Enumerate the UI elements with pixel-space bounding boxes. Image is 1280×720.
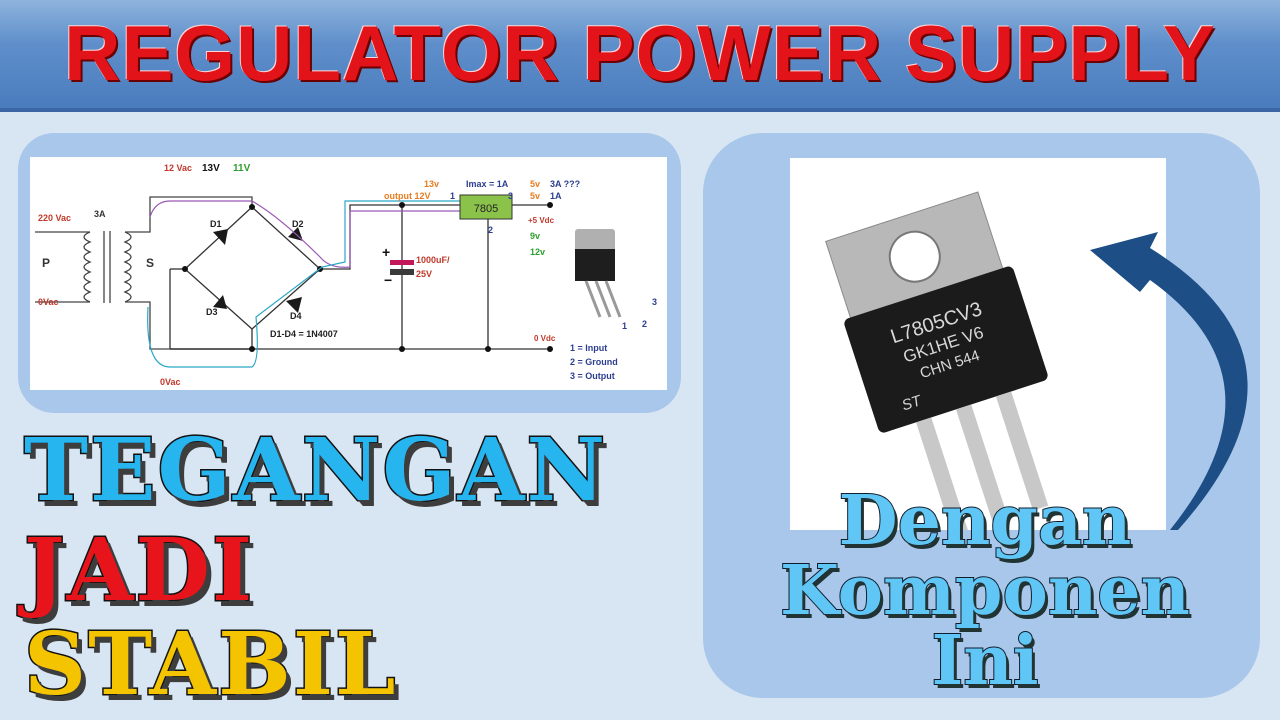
caption-dengan: Dengan (838, 481, 1133, 561)
page-title: REGULATOR POWER SUPPLY (64, 9, 1216, 97)
transformer (35, 196, 253, 350)
l7805-illustration: L7805CV3 GK1HE V6 CHN 544 ST (825, 191, 1049, 537)
label-5vdc: +5 Vdc (528, 216, 555, 225)
caption-komponen: Komponen (779, 551, 1191, 631)
label-1a: 1A (550, 191, 562, 201)
label-d1: D1 (210, 219, 222, 229)
regulator-7805 (459, 194, 513, 220)
mini-pin3: 3 (652, 297, 657, 307)
label-9v: 9v (530, 231, 540, 241)
mini-regulator-icon (575, 229, 622, 318)
mini-pin2: 2 (642, 319, 647, 329)
headline-jadi: JADI (22, 519, 255, 623)
label-5v-2: 5v (530, 191, 540, 201)
label-5v-1: 5v (530, 179, 540, 189)
label-13v-right: 13v (424, 179, 439, 189)
label-pin2: 2 (488, 225, 493, 235)
label-13v: 13V (202, 163, 220, 174)
label-0vdc: 0 Vdc (534, 334, 556, 343)
label-pin3: 3 (508, 191, 513, 201)
legend-input: 1 = Input (570, 343, 607, 353)
circuit-svg: 7805 12 Vac 13V 11V 220 Vac 3A P S 0Vac … (35, 163, 657, 387)
label-plus: + (382, 244, 390, 260)
label-imax: Imax = 1A (466, 179, 509, 189)
headline-stabil: STABIL (23, 613, 398, 717)
st-logo: ST (900, 392, 925, 415)
curved-arrow-icon (1090, 232, 1248, 530)
label-3a-q: 3A ??? (550, 179, 580, 189)
regulator-label: 7805 (474, 203, 498, 215)
title-banner: REGULATOR POWER SUPPLY (0, 0, 1280, 112)
label-d4: D4 (290, 311, 302, 321)
label-d3: D3 (206, 307, 218, 317)
regulator-photo: L7805CV3 GK1HE V6 CHN 544 ST (790, 158, 1166, 537)
label-s: S (146, 256, 154, 270)
label-3a: 3A (94, 209, 106, 219)
label-minus: − (384, 272, 392, 288)
label-220vac: 220 Vac (38, 213, 71, 223)
label-cap: 1000uF/ (416, 255, 450, 265)
legend-ground: 2 = Ground (570, 357, 618, 367)
label-output-12v: output 12V (384, 191, 431, 201)
label-diodes: D1-D4 = 1N4007 (270, 329, 338, 339)
label-12vac: 12 Vac (164, 163, 192, 173)
capacitor-icon (390, 260, 414, 265)
label-0vac-left: 0Vac (38, 297, 59, 307)
schematic-diagram: 7805 12 Vac 13V 11V 220 Vac 3A P S 0Vac … (30, 157, 667, 390)
label-0vac-bottom: 0Vac (160, 377, 181, 387)
legend-output: 3 = Output (570, 371, 615, 381)
mini-pin1: 1 (622, 321, 627, 331)
label-d2: D2 (292, 219, 304, 229)
label-12v: 12v (530, 247, 545, 257)
label-p: P (42, 256, 50, 270)
caption-ini: Ini (930, 621, 1039, 701)
diode-icons (213, 227, 303, 313)
label-11v: 11V (233, 163, 251, 174)
label-pin1: 1 (450, 191, 455, 201)
label-cap-v: 25V (416, 269, 432, 279)
headline-tegangan: TEGANGAN (22, 419, 608, 523)
